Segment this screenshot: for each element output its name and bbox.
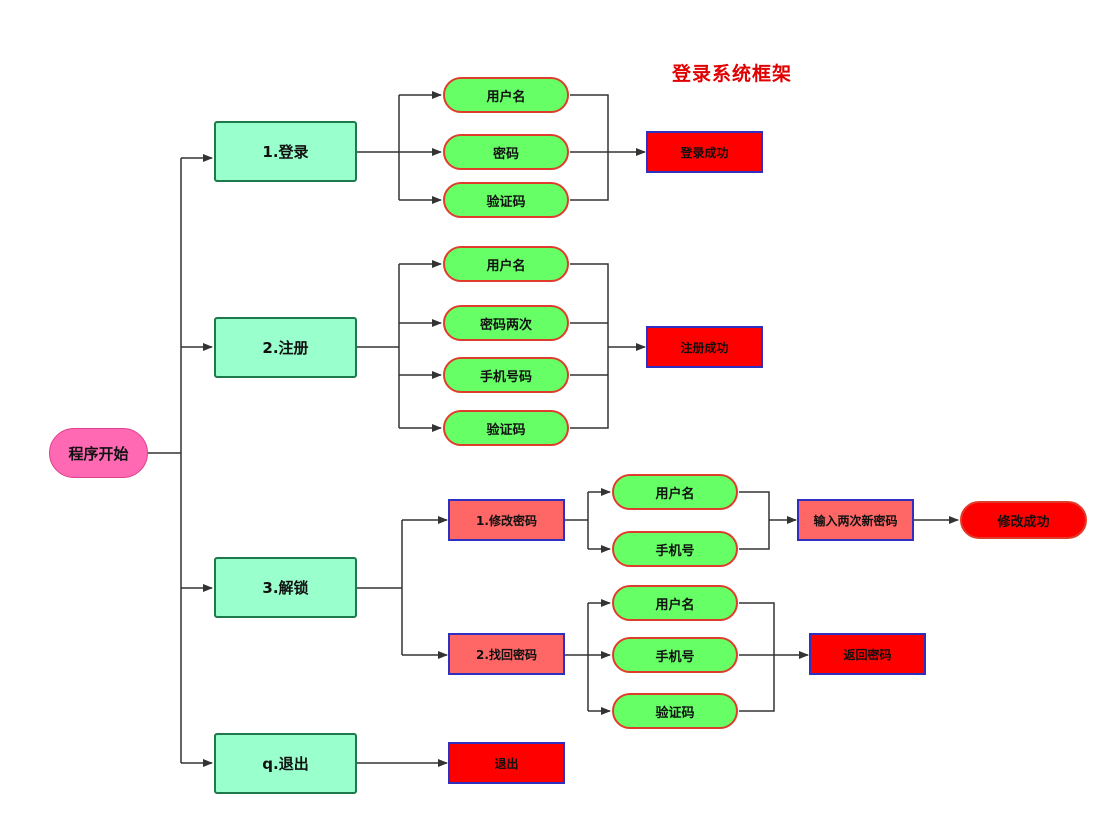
menu-login: 1.登录 [214,121,357,182]
login-captcha-node: 验证码 [443,182,569,218]
register-password-twice-node: 密码两次 [443,305,569,341]
change-success-node: 修改成功 [960,501,1087,539]
register-success-node: 注册成功 [646,326,763,368]
change-password-node: 1.修改密码 [448,499,565,541]
register-captcha-node: 验证码 [443,410,569,446]
recover-password-node: 2.找回密码 [448,633,565,675]
recover-phone-node: 手机号 [612,637,738,673]
menu-register: 2.注册 [214,317,357,378]
start-node: 程序开始 [49,428,148,478]
menu-quit: q.退出 [214,733,357,794]
recover-username-node: 用户名 [612,585,738,621]
register-username-node: 用户名 [443,246,569,282]
diagram-title: 登录系统框架 [672,63,793,85]
login-success-node: 登录成功 [646,131,763,173]
login-username-node: 用户名 [443,77,569,113]
register-phone-node: 手机号码 [443,357,569,393]
login-password-node: 密码 [443,134,569,170]
enter-new-password-twice-node: 输入两次新密码 [797,499,914,541]
return-password-node: 返回密码 [809,633,926,675]
quit-node: 退出 [448,742,565,784]
menu-unlock: 3.解锁 [214,557,357,618]
recover-captcha-node: 验证码 [612,693,738,729]
change-username-node: 用户名 [612,474,738,510]
change-phone-node: 手机号 [612,531,738,567]
